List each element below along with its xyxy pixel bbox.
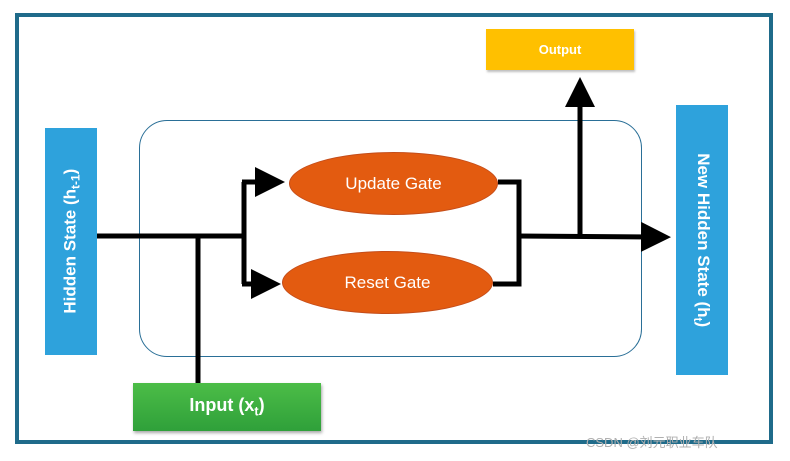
output-box: Output	[486, 29, 634, 70]
input-box: Input (xt)	[133, 383, 321, 431]
new-hidden-state-label: New Hidden State (ht)	[690, 152, 714, 327]
update-gate-label: Update Gate	[345, 173, 442, 193]
update-gate-out	[498, 179, 522, 236]
input-label: Input (xt)	[189, 395, 265, 419]
hidden-state-box: Hidden State (ht-1)	[45, 128, 97, 355]
reset-gate-label: Reset Gate	[344, 272, 431, 292]
watermark: CSDN @刘元职业车队	[586, 435, 718, 450]
output-label: Output	[538, 42, 582, 57]
hidden-state-label: Hidden State (ht-1)	[59, 169, 83, 314]
reset-gate-out	[493, 234, 522, 287]
update-gate: Update Gate	[289, 152, 498, 215]
new-hidden-arrow	[516, 221, 671, 252]
reset-gate: Reset Gate	[282, 251, 493, 314]
new-hidden-state-box: New Hidden State (ht)	[676, 105, 728, 375]
